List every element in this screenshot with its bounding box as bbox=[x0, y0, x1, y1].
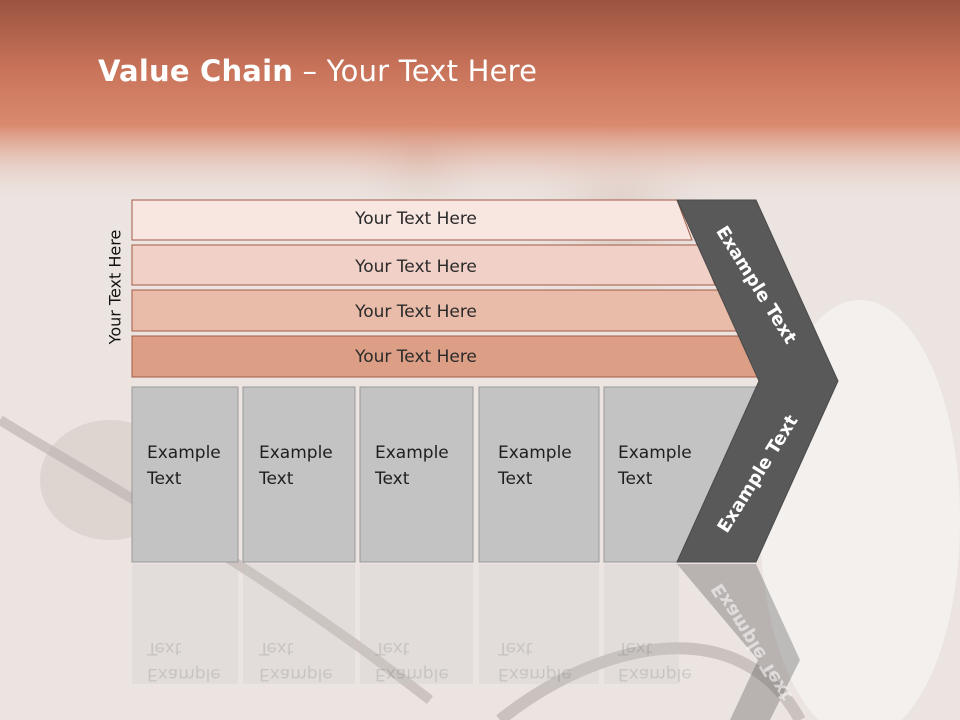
column-box-3 bbox=[359, 386, 474, 563]
page-title: Value Chain – Your Text Here bbox=[98, 54, 538, 88]
row-label: Your Text Here bbox=[355, 302, 477, 322]
chevron-arrow bbox=[676, 199, 839, 563]
column-box-4 bbox=[478, 386, 600, 563]
row-label: Your Text Here bbox=[355, 347, 477, 367]
row-label: Your Text Here bbox=[355, 209, 477, 229]
column-box-2 bbox=[242, 386, 356, 563]
column-box-1 bbox=[131, 386, 239, 563]
row-bar-1 bbox=[131, 199, 693, 241]
row-label: Your Text Here bbox=[355, 257, 477, 277]
